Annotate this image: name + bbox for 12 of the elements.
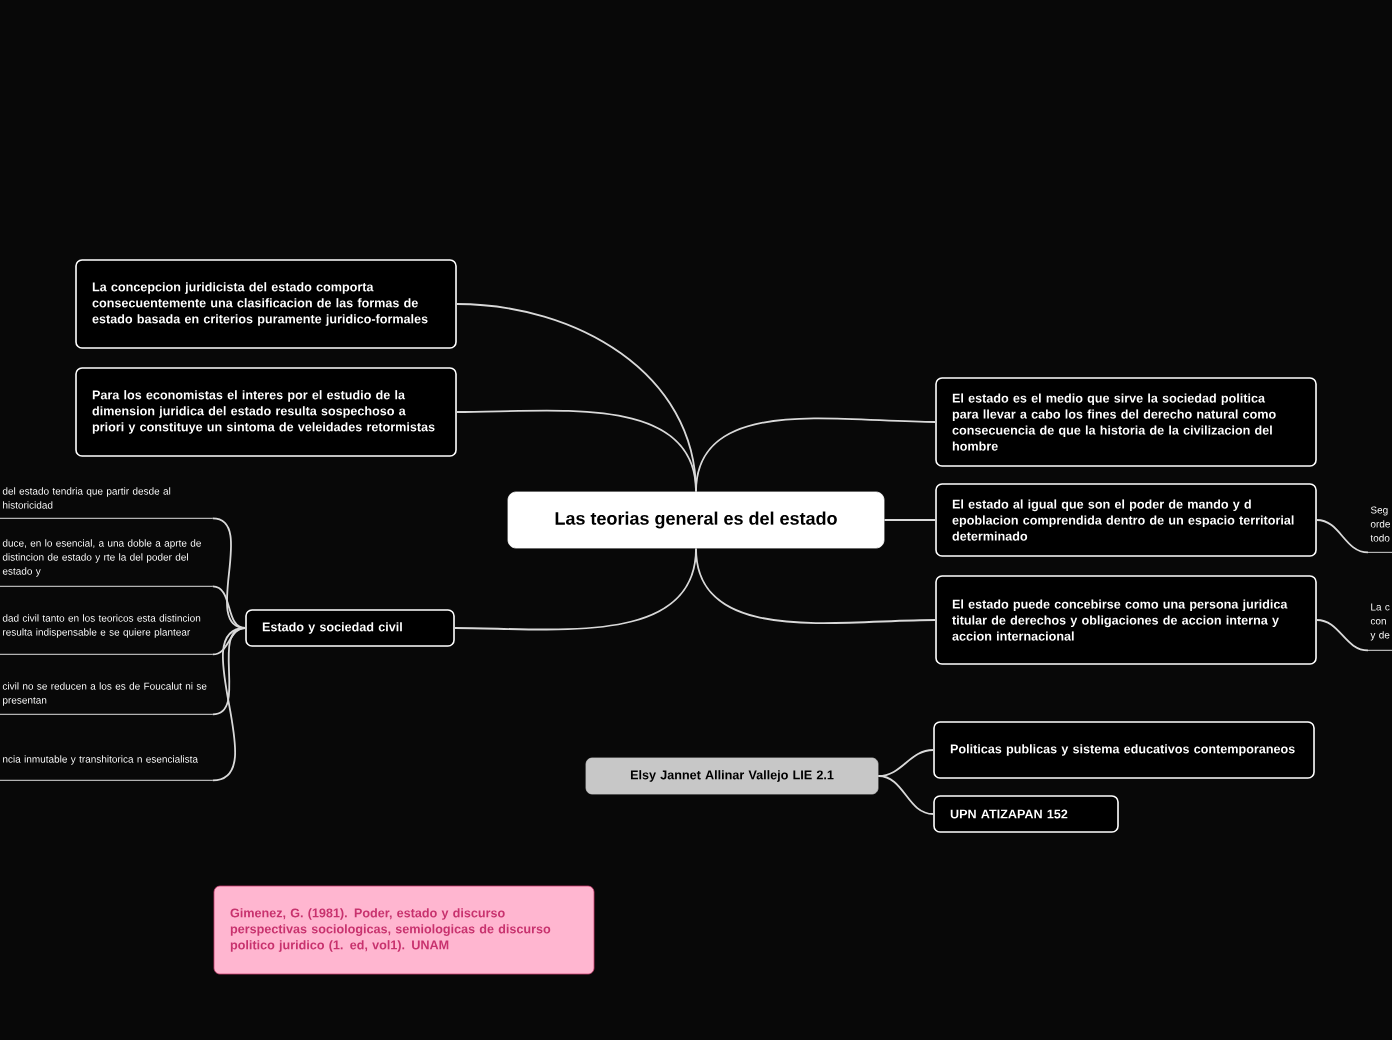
connector [211, 627, 247, 716]
connector [211, 627, 247, 656]
central-topic-box: Las teorias general es del estado [507, 491, 885, 549]
connector [877, 749, 935, 777]
connector [695, 417, 937, 493]
connector [1315, 519, 1369, 554]
connector [877, 775, 935, 815]
connector [211, 585, 247, 629]
connector [1315, 619, 1369, 652]
connector [695, 547, 937, 624]
connector [883, 519, 937, 521]
connector [211, 627, 247, 782]
